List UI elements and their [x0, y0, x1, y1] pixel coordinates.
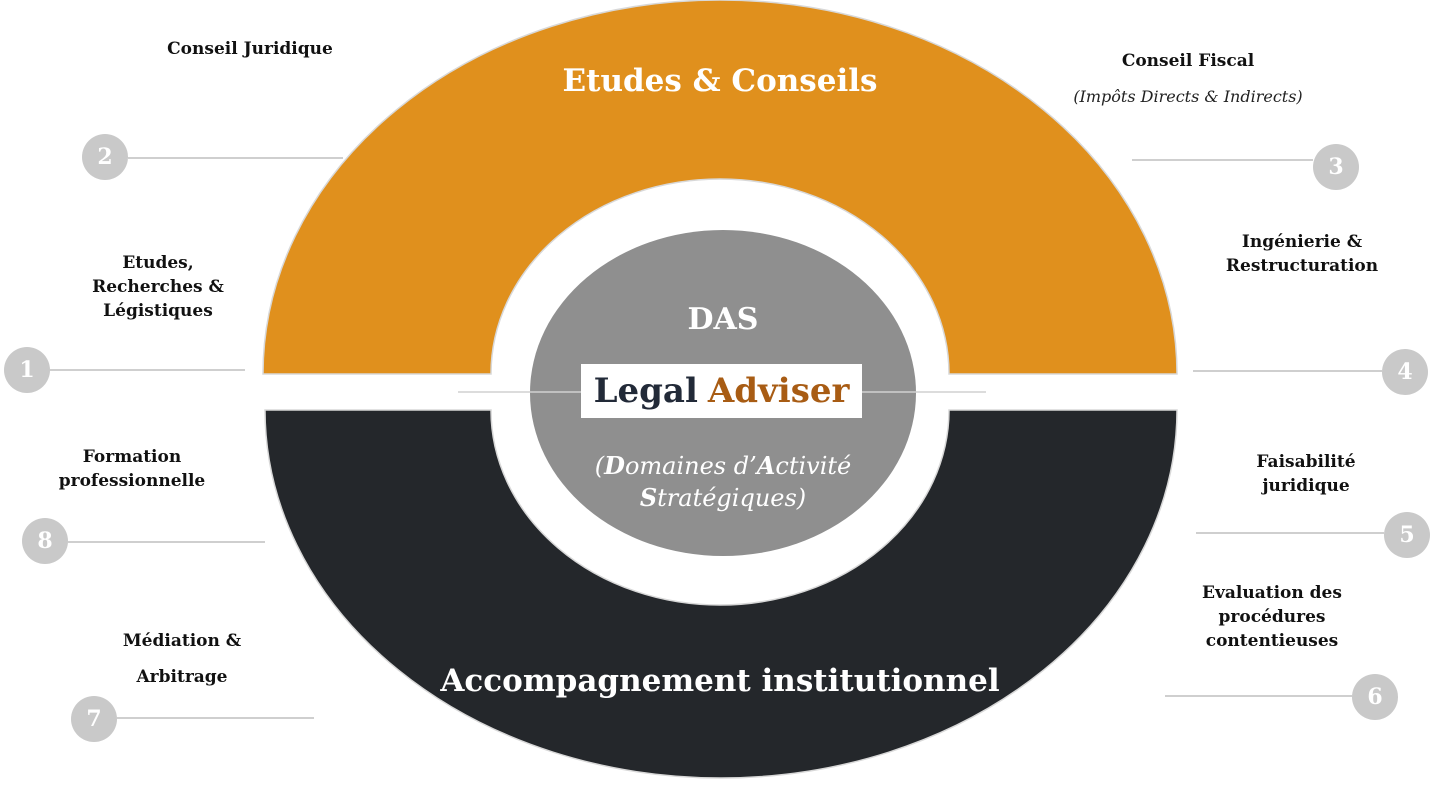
item-2-badge: 2 — [82, 134, 128, 180]
item-8-line: Formation — [82, 447, 182, 467]
item-1-line: Légistiques — [103, 301, 213, 321]
item-6-line: contentieuses — [1205, 631, 1339, 651]
item-3-badge: 3 — [1313, 144, 1359, 190]
item-8-line: professionnelle — [58, 471, 206, 491]
item-6-line: procédures — [1218, 607, 1326, 627]
subtitle-a-initial: A — [756, 451, 776, 480]
item-2-line: Conseil Juridique — [167, 39, 333, 59]
item-4-line: Restructuration — [1225, 256, 1379, 276]
subtitle-d-rest: omaines d’ — [624, 452, 757, 480]
item-3-label: Conseil Fiscal — [1088, 49, 1288, 73]
item-3-leader — [1132, 159, 1313, 161]
item-6-badge: 6 — [1352, 674, 1398, 720]
brand-legal: Legal — [593, 371, 698, 411]
das-title: DAS — [687, 302, 759, 337]
top-band-title: Etudes & Conseils — [562, 63, 878, 99]
legal-adviser-label: Legal Adviser — [581, 364, 862, 418]
item-1-leader — [50, 369, 245, 371]
subtitle-s-rest: tratégiques) — [657, 484, 807, 512]
item-8-leader — [68, 541, 265, 543]
item-8-badge: 8 — [22, 518, 68, 564]
subtitle-a-rest: ctivité — [775, 452, 852, 480]
item-1-line: Recherches & — [92, 277, 224, 297]
item-7-badge: 7 — [71, 696, 117, 742]
item-5-line: juridique — [1262, 476, 1350, 496]
item-7-line: Arbitrage — [136, 667, 228, 687]
subtitle-d-initial: D — [604, 451, 625, 480]
bottom-band-title: Accompagnement institutionnel — [440, 663, 1000, 699]
item-1-label: Etudes, Recherches & Légistiques — [68, 251, 248, 323]
brand-adviser: Adviser — [707, 371, 850, 411]
item-7-label: Médiation & Arbitrage — [92, 623, 272, 695]
item-5-badge: 5 — [1384, 512, 1430, 558]
bottom-band — [264, 409, 1178, 779]
item-3-line: Conseil Fiscal — [1121, 51, 1255, 71]
item-1-badge: 1 — [4, 347, 50, 393]
item-2-leader — [128, 157, 343, 159]
item-8-label: Formation professionnelle — [42, 445, 222, 493]
item-5-leader — [1196, 532, 1384, 534]
subtitle-open-paren: ( — [594, 452, 605, 480]
item-7-line: Médiation & — [122, 631, 242, 651]
item-4-leader — [1193, 370, 1382, 372]
subtitle-s-initial: S — [639, 483, 658, 512]
item-1-line: Etudes, — [122, 253, 194, 273]
top-band — [262, 0, 1178, 375]
item-5-line: Faisabilité — [1256, 452, 1356, 472]
item-7-leader — [117, 717, 314, 719]
item-4-line: Ingénierie & — [1241, 232, 1363, 252]
item-4-badge: 4 — [1382, 349, 1428, 395]
item-6-line: Evaluation des — [1202, 583, 1342, 603]
item-5-label: Faisabilité juridique — [1216, 450, 1396, 498]
item-3-note: (Impôts Directs & Indirects) — [1073, 87, 1303, 106]
item-6-leader — [1165, 695, 1352, 697]
item-2-label: Conseil Juridique — [150, 37, 350, 61]
item-4-label: Ingénierie & Restructuration — [1202, 230, 1402, 278]
item-6-label: Evaluation des procédures contentieuses — [1172, 581, 1372, 653]
